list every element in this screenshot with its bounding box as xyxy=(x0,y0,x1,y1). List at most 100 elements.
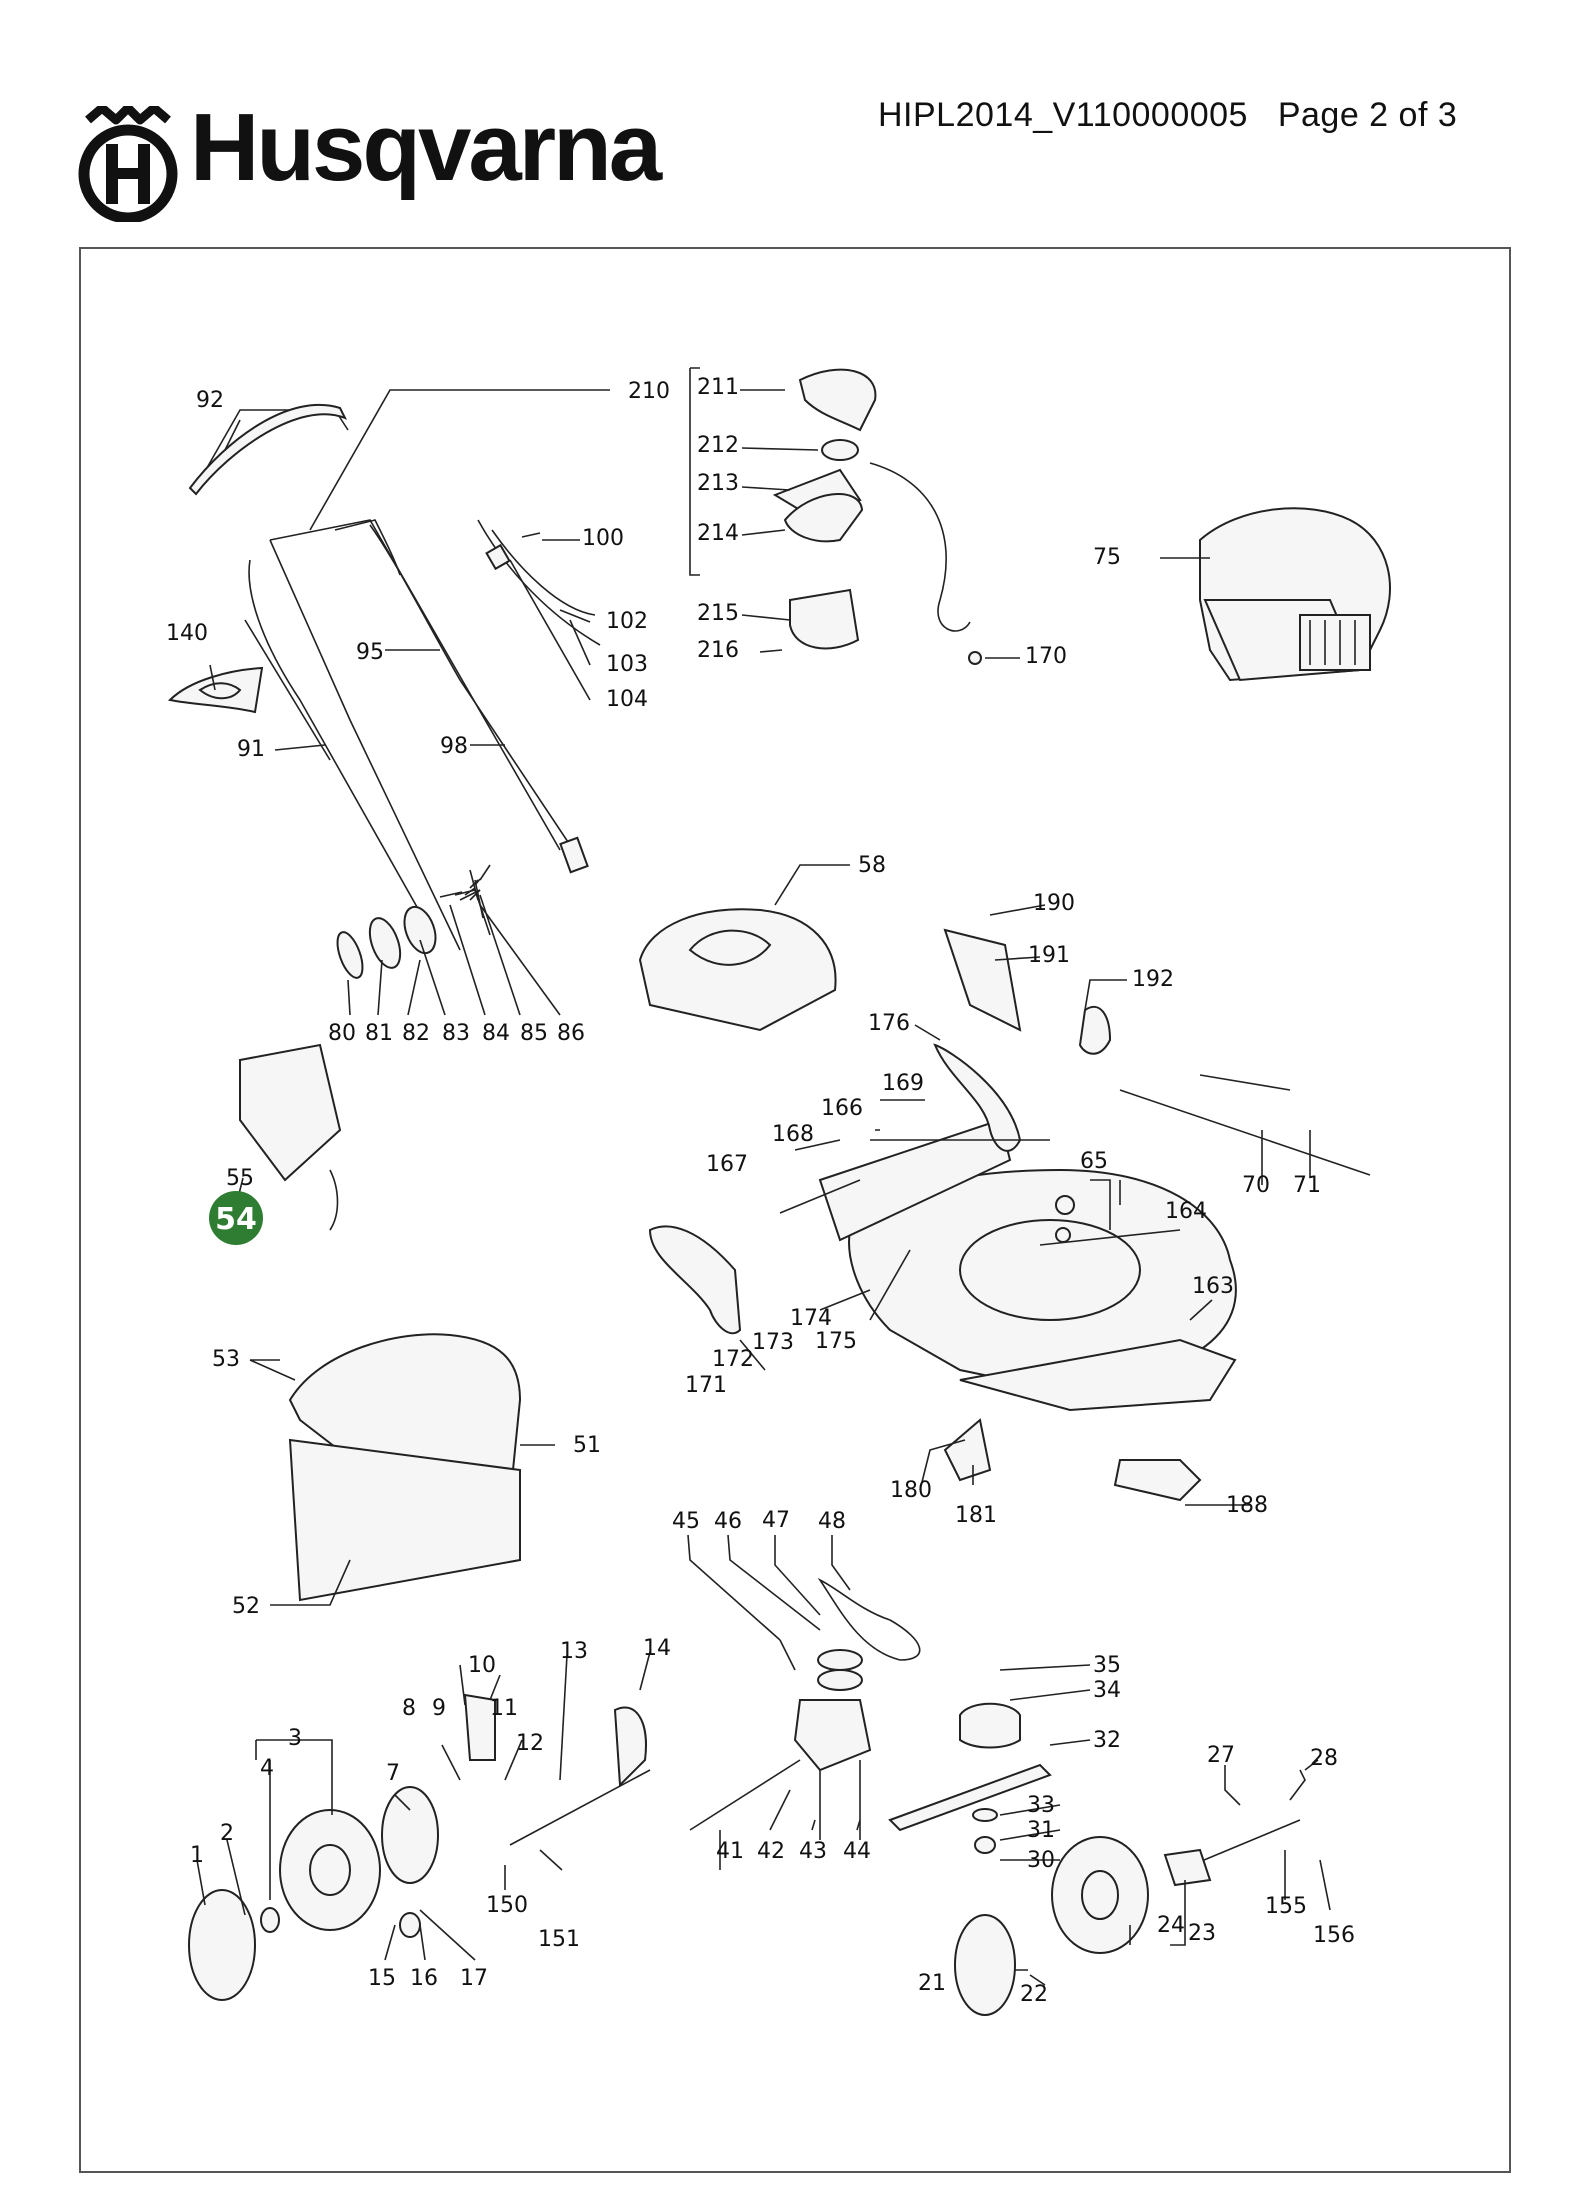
label-75: 75 xyxy=(1093,545,1121,570)
label-100: 100 xyxy=(582,526,624,551)
label-52: 52 xyxy=(232,1594,260,1619)
label-15: 15 xyxy=(368,1966,396,1991)
brand-logo-text: Husqvarna xyxy=(190,94,662,201)
grass-catcher xyxy=(239,1043,522,1602)
label-214: 214 xyxy=(697,521,739,546)
label-32: 32 xyxy=(1093,1728,1121,1753)
wheels-and-drive xyxy=(188,1577,1306,2016)
wheel-plate-7 xyxy=(381,1786,439,1884)
label-92: 92 xyxy=(196,388,224,413)
label-43: 43 xyxy=(799,1839,827,1864)
label-164: 164 xyxy=(1165,1199,1207,1224)
label-12: 12 xyxy=(516,1731,544,1756)
label-191: 191 xyxy=(1028,943,1070,968)
label-42: 42 xyxy=(757,1839,785,1864)
label-84: 84 xyxy=(482,1021,510,1046)
label-83: 83 xyxy=(442,1021,470,1046)
label-65: 65 xyxy=(1080,1149,1108,1174)
label-192: 192 xyxy=(1132,967,1174,992)
label-71: 71 xyxy=(1293,1173,1321,1198)
page-indicator: Page 2 of 3 xyxy=(1277,96,1458,134)
label-150: 150 xyxy=(486,1893,528,1918)
label-2: 2 xyxy=(220,1821,234,1846)
husqvarna-crown-logo-icon xyxy=(78,106,178,222)
label-170: 170 xyxy=(1025,644,1067,669)
label-3: 3 xyxy=(288,1726,302,1751)
label-211: 211 xyxy=(697,375,739,400)
label-181: 181 xyxy=(955,1503,997,1528)
label-167: 167 xyxy=(706,1152,748,1177)
label-180: 180 xyxy=(890,1478,932,1503)
label-55: 55 xyxy=(226,1166,254,1191)
label-172: 172 xyxy=(712,1347,754,1372)
label-22: 22 xyxy=(1020,1982,1048,2007)
label-85: 85 xyxy=(520,1021,548,1046)
label-215: 215 xyxy=(697,601,739,626)
label-27: 27 xyxy=(1207,1743,1235,1768)
label-140: 140 xyxy=(166,621,208,646)
label-156: 156 xyxy=(1313,1923,1355,1948)
wheel-cap-1 xyxy=(188,1889,256,2001)
label-169: 169 xyxy=(882,1071,924,1096)
handle-assembly xyxy=(167,403,601,979)
label-16: 16 xyxy=(410,1966,438,1991)
label-33: 33 xyxy=(1027,1793,1055,1818)
label-7: 7 xyxy=(386,1761,400,1786)
deck-cover-58 xyxy=(638,908,837,1032)
label-80: 80 xyxy=(328,1021,356,1046)
label-166: 166 xyxy=(821,1096,863,1121)
label-216: 216 xyxy=(697,638,739,663)
label-171: 171 xyxy=(685,1373,727,1398)
label-188: 188 xyxy=(1226,1493,1268,1518)
label-168: 168 xyxy=(772,1122,814,1147)
wheel-cap-21 xyxy=(954,1914,1016,2016)
label-34: 34 xyxy=(1093,1678,1121,1703)
label-41: 41 xyxy=(716,1839,744,1864)
label-24: 24 xyxy=(1157,1913,1185,1938)
label-95: 95 xyxy=(356,640,384,665)
label-212: 212 xyxy=(697,433,739,458)
highlight-label: 54 xyxy=(215,1202,257,1237)
label-13: 13 xyxy=(560,1639,588,1664)
label-173: 173 xyxy=(752,1330,794,1355)
label-102: 102 xyxy=(606,609,648,634)
label-14: 14 xyxy=(643,1636,671,1661)
label-28: 28 xyxy=(1310,1746,1338,1771)
label-31: 31 xyxy=(1027,1818,1055,1843)
label-104: 104 xyxy=(606,687,648,712)
label-46: 46 xyxy=(714,1509,742,1534)
label-48: 48 xyxy=(818,1509,846,1534)
label-174: 174 xyxy=(790,1306,832,1331)
label-47: 47 xyxy=(762,1508,790,1533)
label-1: 1 xyxy=(190,1843,204,1868)
label-98: 98 xyxy=(440,734,468,759)
label-151: 151 xyxy=(538,1927,580,1952)
diagram-frame xyxy=(79,247,1511,2173)
label-11: 11 xyxy=(490,1696,518,1721)
label-103: 103 xyxy=(606,652,648,677)
label-21: 21 xyxy=(918,1971,946,1996)
label-30: 30 xyxy=(1027,1848,1055,1873)
label-176: 176 xyxy=(868,1011,910,1036)
mower-deck xyxy=(638,908,1371,1502)
highlighted-part-54: 54 xyxy=(209,1191,263,1245)
label-175: 175 xyxy=(815,1329,857,1354)
label-81: 81 xyxy=(365,1021,393,1046)
handle-bar-92 xyxy=(188,403,348,496)
leader-lines xyxy=(196,389,1331,1986)
document-reference: HIPL2014_V110000005 Page 2 of 3 xyxy=(878,96,1457,135)
label-53: 53 xyxy=(212,1347,240,1372)
document-id: HIPL2014_V110000005 xyxy=(878,96,1248,134)
label-23: 23 xyxy=(1188,1921,1216,1946)
label-17: 17 xyxy=(460,1966,488,1991)
part-labels: 92 210 211 212 213 214 215 216 170 75 10… xyxy=(166,375,1355,2007)
label-210: 210 xyxy=(628,379,670,404)
label-190: 190 xyxy=(1033,891,1075,916)
label-51: 51 xyxy=(573,1433,601,1458)
label-91: 91 xyxy=(237,737,265,762)
label-155: 155 xyxy=(1265,1894,1307,1919)
label-35: 35 xyxy=(1093,1653,1121,1678)
label-8: 8 xyxy=(402,1696,416,1721)
engine-75 xyxy=(1199,507,1391,682)
